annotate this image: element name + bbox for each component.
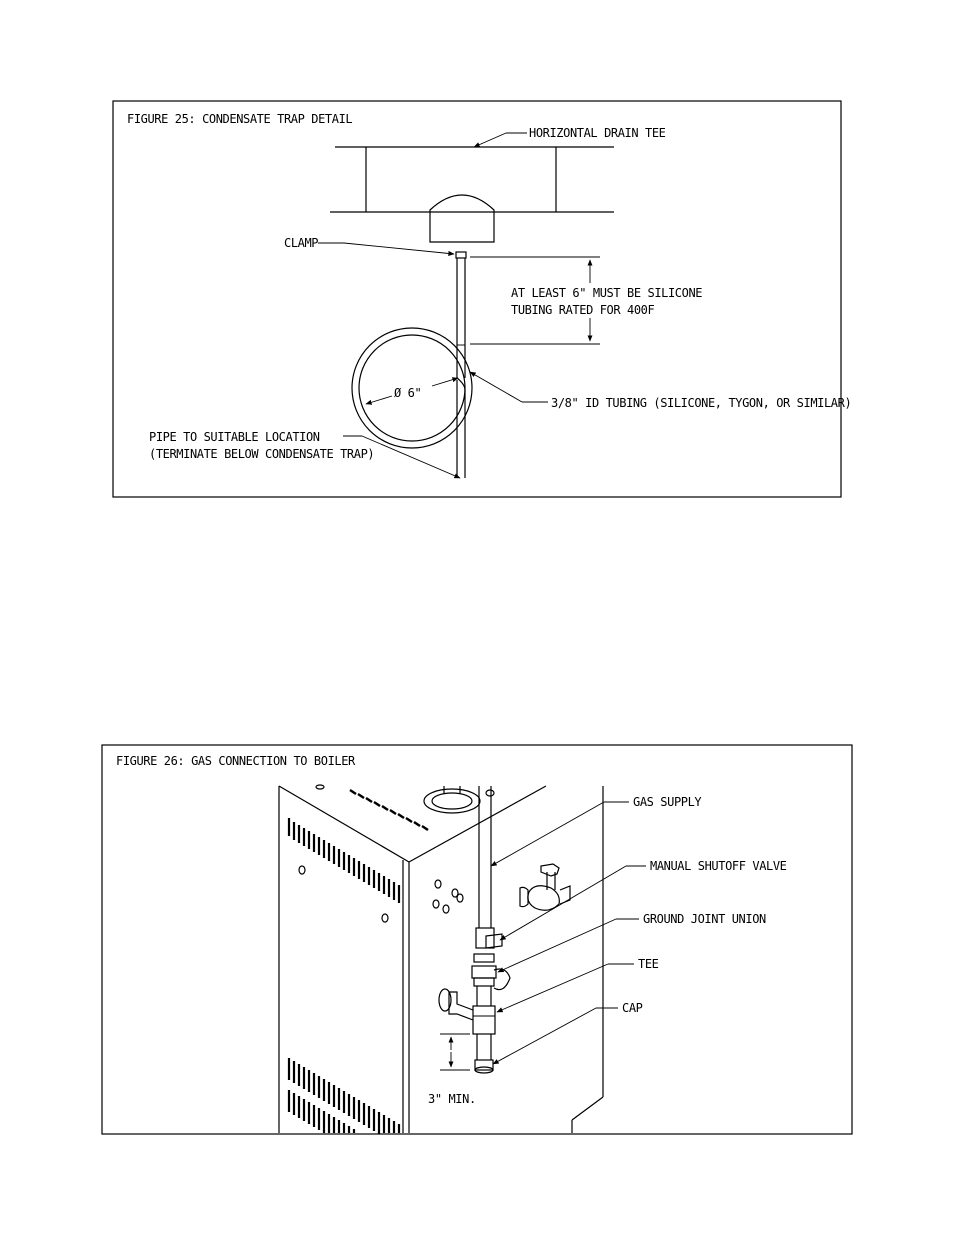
figure-26-frame — [101, 744, 853, 1135]
figure-25-frame — [112, 100, 842, 498]
valve-handle — [519, 863, 571, 911]
silicone-dimension — [470, 256, 600, 345]
shutoff-valve-label: MANUAL SHUTOFF VALVE — [650, 859, 787, 873]
pipe-label-line2: (TERMINATE BELOW CONDENSATE TRAP) — [149, 447, 374, 461]
pipe-label-line1: PIPE TO SUITABLE LOCATION — [149, 430, 320, 444]
diameter-label: Ø 6" — [394, 386, 421, 400]
side-knockouts — [432, 879, 464, 914]
top-vent-slots — [349, 788, 429, 832]
silicone-label-line2: TUBING RATED FOR 400F — [511, 303, 654, 317]
horizontal-drain-tee — [330, 146, 614, 243]
min-dimension — [440, 1033, 470, 1071]
gas-pipe-assembly — [438, 786, 511, 1074]
union-label: GROUND JOINT UNION — [643, 912, 766, 926]
figure-25: FIGURE 25: CONDENSATE TRAP DETAIL HORIZO… — [112, 100, 852, 498]
tubing-label: 3/8" ID TUBING (SILICONE, TYGON, OR SIMI… — [551, 396, 851, 410]
boiler-cabinet — [278, 784, 604, 1133]
min-label: 3" MIN. — [428, 1092, 476, 1106]
figure-26-title: FIGURE 26: GAS CONNECTION TO BOILER — [116, 754, 356, 768]
front-vent-slots-upper — [287, 818, 401, 923]
diameter-dimension — [365, 395, 393, 405]
gas-supply-label: GAS SUPPLY — [633, 795, 702, 809]
tubing-coil — [351, 327, 473, 449]
front-vent-slots-lower — [287, 1058, 401, 1134]
drain-tee-label: HORIZONTAL DRAIN TEE — [529, 126, 666, 140]
cap-label: CAP — [622, 1001, 643, 1015]
clamp-label: CLAMP — [284, 236, 318, 250]
figure-26: FIGURE 26: GAS CONNECTION TO BOILER — [101, 744, 853, 1135]
vertical-tube — [455, 251, 467, 478]
silicone-label-line1: AT LEAST 6" MUST BE SILICONE — [511, 286, 702, 300]
figure-25-title: FIGURE 25: CONDENSATE TRAP DETAIL — [127, 112, 352, 126]
tee-label: TEE — [638, 957, 659, 971]
